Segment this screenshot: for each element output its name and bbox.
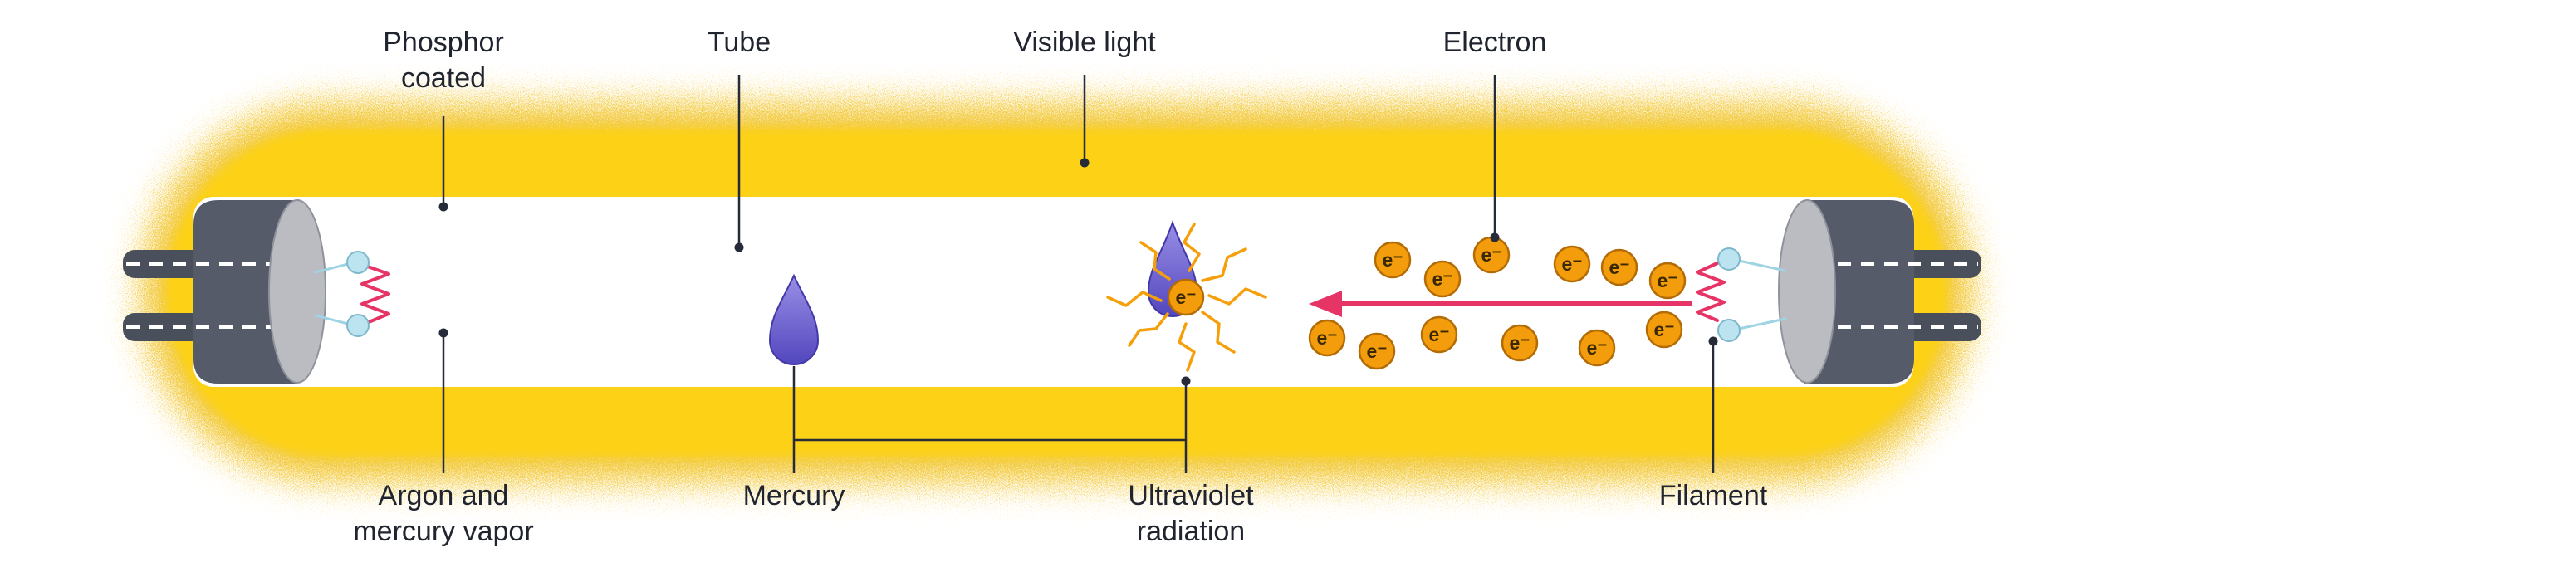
left-filament-bead-top [346, 251, 370, 274]
left-pin-top [123, 250, 206, 278]
uv-ray [1178, 322, 1196, 372]
free-electrons: e⁻ e⁻ e⁻ e⁻ e⁻ e⁻ e⁻ e⁻ e⁻ e⁻ e⁻ e⁻ [1308, 236, 1687, 370]
left-cap-body [193, 200, 297, 384]
mercury-droplet [768, 273, 820, 365]
electron-particle: e⁻ [1645, 311, 1683, 349]
left-filament-wire-bottom [314, 314, 350, 325]
uv-ray [1201, 311, 1236, 354]
electron-particle: e⁻ [1374, 241, 1412, 279]
label-tube: Tube [707, 27, 771, 58]
left-filament-wire-top [314, 262, 350, 274]
uv-ray [1128, 312, 1169, 347]
electron-symbol: e⁻ [1176, 286, 1197, 308]
svg-text:e⁻: e⁻ [1609, 257, 1630, 278]
electron-particle: e⁻ [1578, 329, 1616, 367]
uv-radiation-burst: e⁻ [1106, 223, 1267, 372]
filament-leader-dot [1708, 336, 1718, 346]
svg-text:e⁻: e⁻ [1383, 249, 1403, 271]
uv-ray [1201, 247, 1247, 282]
right-end-cap [1778, 199, 1981, 384]
electron-flow-arrow-head [1309, 291, 1342, 317]
svg-text:e⁻: e⁻ [1481, 244, 1502, 266]
label-filament: Filament [1658, 480, 1768, 511]
left-filament-coil [360, 264, 390, 324]
electron-particle: e⁻ [1358, 332, 1396, 370]
svg-text:e⁻: e⁻ [1562, 253, 1583, 275]
svg-text:e⁻: e⁻ [1367, 340, 1388, 362]
right-filament-wire-bottom [1737, 317, 1787, 330]
uv-ray [1183, 223, 1201, 272]
label-mercury: Mercury [742, 480, 845, 511]
svg-text:e⁻: e⁻ [1317, 327, 1338, 349]
svg-text:e⁻: e⁻ [1587, 337, 1608, 359]
tube-leader-dot [734, 242, 744, 252]
electron-leader-dot [1490, 232, 1500, 242]
label-argon-mercury-vapor: Argon and mercury vapor [353, 480, 534, 547]
uv-ray [1207, 287, 1267, 306]
label-ultraviolet-radiation: Ultraviolet radiation [1128, 480, 1254, 547]
right-filament-wire-top [1737, 259, 1787, 272]
uv-ray [1139, 241, 1171, 281]
phosphor-leader-dot [438, 202, 448, 212]
left-pin-bottom [123, 313, 206, 341]
electron-particle: e⁻ [1423, 260, 1462, 298]
left-cap-face [268, 199, 326, 384]
electron-particle: e⁻ [1553, 245, 1591, 283]
right-filament [1696, 247, 1787, 342]
visible-light-leader-dot [1080, 158, 1090, 168]
left-filament [314, 251, 390, 337]
right-filament-bead-top [1717, 247, 1741, 271]
right-cap-face [1778, 199, 1836, 384]
right-filament-bead-bottom [1717, 319, 1741, 342]
leader-lines [438, 75, 1718, 473]
left-end-cap [123, 199, 326, 384]
electron-particle: e⁻ [1501, 324, 1539, 362]
svg-text:e⁻: e⁻ [1429, 324, 1450, 345]
label-phosphor-coating: Phosphor coated [383, 27, 504, 94]
electron-particle: e⁻ [1648, 262, 1687, 300]
electron-particle: e⁻ [1308, 319, 1346, 357]
argon-leader-dot [438, 328, 448, 338]
electron-particle: e⁻ [1600, 248, 1638, 286]
electron-flow-arrow [1309, 291, 1692, 317]
left-filament-bead-bottom [346, 314, 370, 337]
uv-ray [1106, 291, 1163, 307]
electron-particle: e⁻ [1472, 236, 1511, 274]
label-visible-light: Visible light [1013, 27, 1156, 58]
uv-leader-dot [1181, 376, 1191, 386]
excited-electron: e⁻ [1167, 278, 1205, 316]
label-electron: Electron [1442, 27, 1547, 58]
svg-text:e⁻: e⁻ [1654, 319, 1675, 340]
electron-particle: e⁻ [1420, 315, 1458, 354]
svg-text:e⁻: e⁻ [1658, 270, 1678, 291]
svg-text:e⁻: e⁻ [1432, 268, 1453, 290]
svg-text:e⁻: e⁻ [1510, 332, 1530, 354]
right-filament-coil [1696, 261, 1726, 322]
